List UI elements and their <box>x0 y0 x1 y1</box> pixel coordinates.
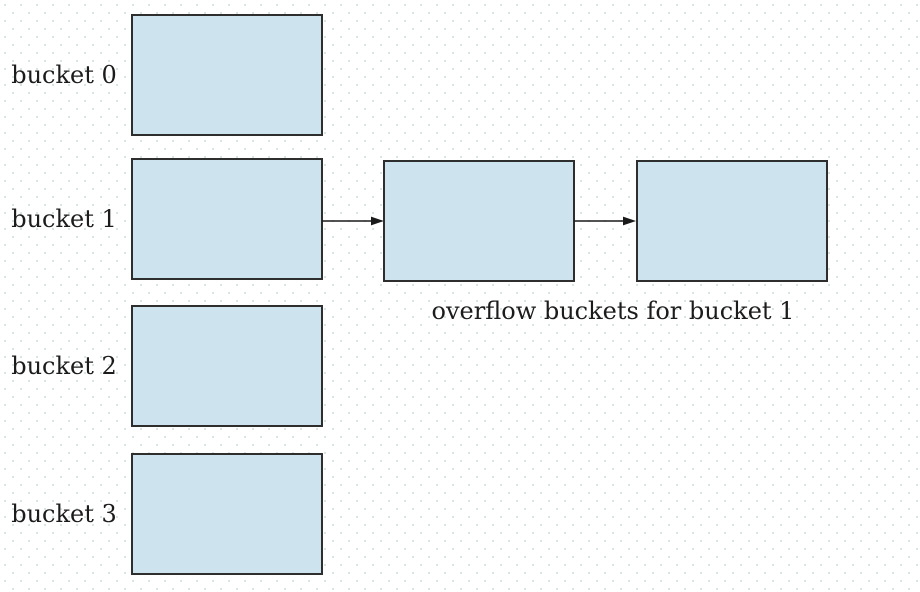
bucket-1-label: bucket 1 <box>11 205 117 233</box>
bucket-2-label: bucket 2 <box>11 352 117 380</box>
bucket-0-box <box>131 14 323 136</box>
bucket-3-box <box>131 453 323 575</box>
bucket-0-label: bucket 0 <box>11 61 117 89</box>
overflow-arrow-2 <box>574 214 636 228</box>
overflow-caption: overflow buckets for bucket 1 <box>431 297 795 325</box>
bucket-1-box <box>131 158 323 280</box>
overflow-arrow-1 <box>322 214 384 228</box>
bucket-2-box <box>131 305 323 427</box>
overflow-box-2 <box>636 160 828 282</box>
bucket-3-label: bucket 3 <box>11 500 117 528</box>
overflow-box-1 <box>383 160 575 282</box>
